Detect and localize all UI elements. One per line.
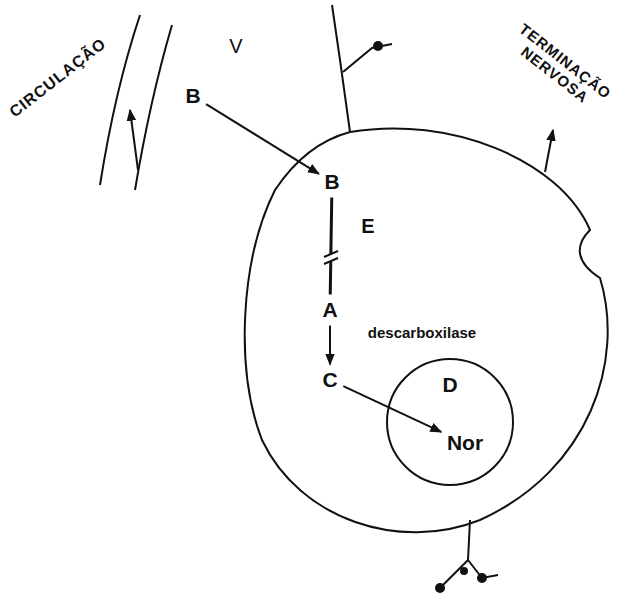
region-label: TERMINAÇÃO NERVOSA <box>503 18 617 118</box>
flow-arrow <box>130 110 138 170</box>
region-label: CIRCULAÇÃO <box>6 35 110 122</box>
substance-letter: A <box>319 297 340 322</box>
vesicle-letter: D <box>385 357 515 396</box>
substance-letter: C <box>319 367 340 392</box>
substance-letter: Nor <box>444 430 486 455</box>
enzyme-letter: E <box>361 215 374 238</box>
nerve-fiber <box>440 520 470 588</box>
pathway-connector <box>343 386 441 432</box>
varicosity-dot <box>373 41 383 51</box>
pathway-connector <box>329 326 331 365</box>
substance-text: B <box>185 84 200 107</box>
break-slash <box>324 258 338 264</box>
varicosity-dot <box>435 583 445 593</box>
break-mark <box>323 251 339 264</box>
substance-letter: B <box>182 83 203 108</box>
enzyme-label: descarboxilase <box>368 324 476 341</box>
vessel-wall <box>100 15 140 185</box>
varicosity-dot <box>477 573 487 583</box>
vessel-wall <box>135 25 172 190</box>
substance-text: A <box>322 298 337 321</box>
terminal-outline <box>245 128 608 532</box>
varicosity-dot <box>460 567 468 575</box>
nerve-fiber <box>343 44 392 72</box>
substance-text: B <box>324 170 339 193</box>
break-slash <box>324 251 338 257</box>
leader-arrow <box>545 130 553 172</box>
mark-label: V <box>229 35 242 58</box>
pathway-connector <box>206 104 319 174</box>
substance-text: C <box>322 368 337 391</box>
pathway-connector <box>330 198 332 295</box>
substance-letter: B <box>321 169 342 194</box>
vesicle-circle: D Nor <box>385 357 515 487</box>
substance-text: Nor <box>447 431 483 454</box>
